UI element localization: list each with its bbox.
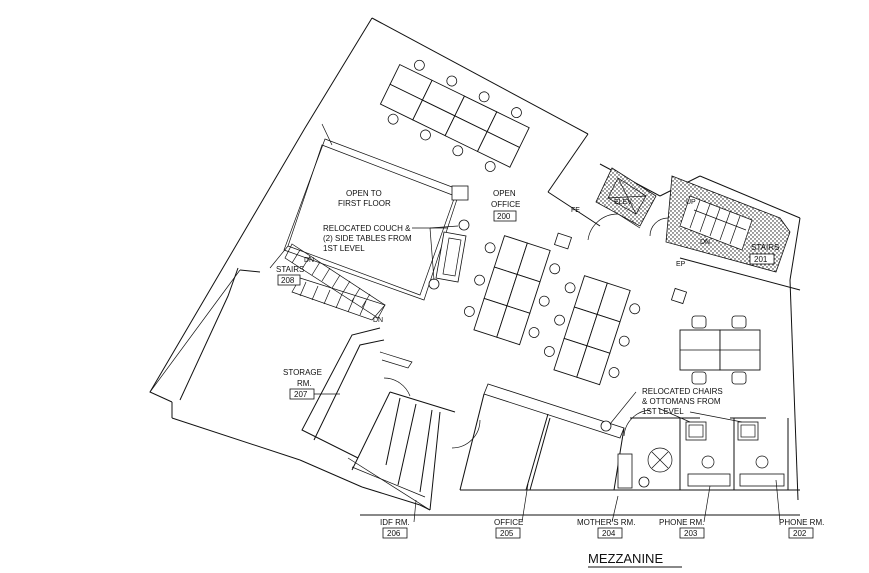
room-name: MOTHER'S RM. [577, 518, 635, 527]
room-label-phone-202: PHONE RM. 202 [779, 518, 824, 539]
room-name: STORAGE [283, 368, 322, 377]
note-relocated-couch: RELOCATED COUCH & (2) SIDE TABLES FROM 1… [323, 224, 412, 253]
room-name: OFFICE [491, 200, 520, 209]
room-name: RM. [297, 379, 312, 388]
room-number: 207 [294, 390, 308, 399]
meeting-table [679, 315, 761, 385]
stairs-dn-tag: DN [700, 239, 710, 246]
drawing-title: MEZZANINE [588, 551, 663, 566]
column [451, 185, 469, 201]
fire-extinguisher-tag: FE [571, 207, 580, 214]
stairs-up-tag: UP [686, 199, 696, 206]
room-label-stairs-201: STAIRS 201 [749, 243, 779, 265]
note-line: (2) SIDE TABLES FROM [323, 234, 412, 243]
room-name: STAIRS [276, 265, 304, 274]
note-line: RELOCATED COUCH & [323, 224, 411, 233]
room-number: 200 [497, 212, 511, 221]
column [670, 287, 688, 305]
office-walls [459, 383, 625, 491]
note-line: RELOCATED CHAIRS [642, 387, 723, 396]
column [553, 232, 573, 250]
leader-lines [310, 225, 781, 523]
workstation-cluster-north [379, 59, 530, 172]
room-number: 203 [684, 529, 698, 538]
room-number: 202 [793, 529, 807, 538]
stairs-208 [284, 243, 386, 321]
building-outline [149, 17, 801, 516]
room-label-mothers-204: MOTHER'S RM. 204 [577, 518, 635, 539]
note-line: 1ST LEVEL [323, 244, 365, 253]
room-name: STAIRS [751, 243, 779, 252]
note-line: & OTTOMANS FROM [642, 397, 721, 406]
elevator-label: ELEV. [614, 199, 633, 206]
room-label-idf-206: IDF RM. 206 [380, 518, 410, 539]
room-label-storage-207: STORAGE RM. 207 [283, 368, 322, 400]
elevator [587, 167, 657, 241]
note-relocated-chairs: RELOCATED CHAIRS & OTTOMANS FROM 1ST LEV… [642, 387, 723, 416]
room-label-open-office: OPEN OFFICE 200 [491, 189, 520, 222]
note-line: FIRST FLOOR [338, 199, 391, 208]
workstation-cluster-center [463, 235, 561, 346]
workstation-cluster-east [543, 275, 641, 386]
room-name: IDF RM. [380, 518, 410, 527]
electrical-panel-tag: EP [676, 261, 686, 268]
room-number: 201 [754, 255, 768, 264]
dn-tag-upper: DN [304, 257, 314, 264]
room-name: OPEN [493, 189, 516, 198]
room-name: PHONE RM. [779, 518, 824, 527]
dn-tag-lower: DN [373, 317, 383, 324]
note-open-to-first-floor: OPEN TO FIRST FLOOR [338, 189, 391, 208]
mothers-room [600, 409, 681, 490]
phone-rooms [680, 417, 789, 490]
room-number: 208 [281, 276, 295, 285]
open-to-below [269, 123, 469, 301]
couch [428, 219, 470, 290]
note-line: 1ST LEVEL [642, 407, 684, 416]
room-number: 206 [387, 529, 401, 538]
room-number: 205 [500, 529, 514, 538]
room-number: 204 [602, 529, 616, 538]
room-name: OFFICE [494, 518, 523, 527]
storage-walls [179, 267, 481, 511]
room-label-phone-203: PHONE RM. 203 [659, 518, 705, 539]
room-label-office-205: OFFICE 205 [494, 518, 523, 539]
room-label-stairs-208: STAIRS 208 [276, 265, 304, 286]
note-line: OPEN TO [346, 189, 382, 198]
room-name: PHONE RM. [659, 518, 704, 527]
stairs-201 [649, 175, 791, 273]
